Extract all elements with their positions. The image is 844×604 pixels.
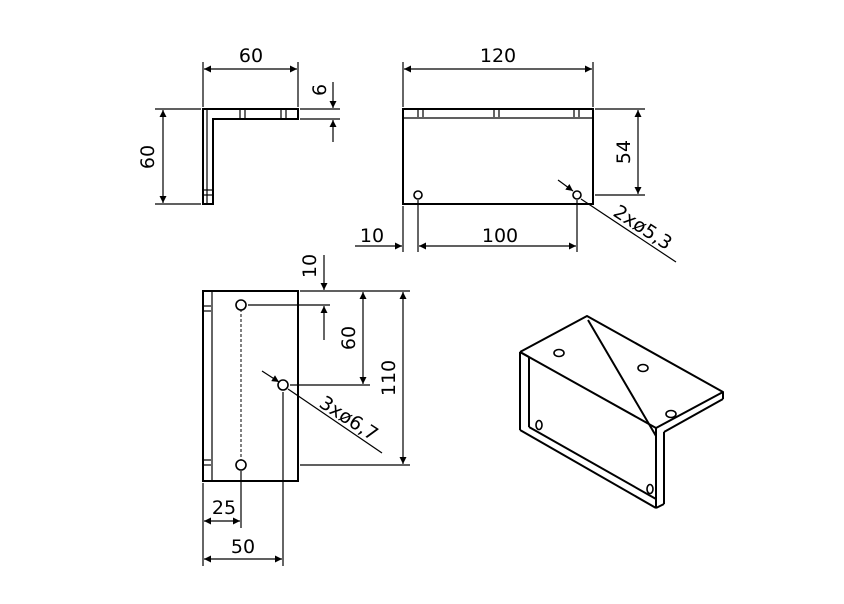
iso-hole-4 [535,419,543,431]
dim-front-hole-spacing: 60 [338,326,360,350]
hole-front-bottom [235,459,247,471]
front-view: 10 60 110 3xø6,7 25 50 [202,254,410,566]
dim-front-hole-offset-top: 10 [299,254,321,278]
dim-top-length: 120 [480,45,516,67]
dim-thickness: 6 [309,84,331,96]
dim-side-height: 60 [137,145,159,169]
iso-hole-2 [637,363,649,373]
dim-front-height: 110 [378,360,400,396]
hole-top-left [413,190,423,200]
iso-hole-3 [665,409,677,419]
dim-front-width: 50 [231,536,255,558]
dim-side-width: 60 [239,45,263,67]
hole-front-middle [277,379,289,391]
label-holes-top: 2xø5,3 [609,201,676,255]
iso-hole-1 [553,348,565,358]
label-holes-front: 3xø6,7 [315,392,382,446]
dim-hole-offset-left: 10 [360,225,384,247]
hole-top-right [572,190,582,200]
dim-hole-spacing-top: 100 [482,225,518,247]
dim-front-hole-offset-left: 25 [212,497,236,519]
hole-front-top [235,299,247,311]
iso-hole-5 [646,483,654,495]
isometric-view [519,315,724,509]
dim-top-depth: 54 [613,140,635,164]
side-view: 60 60 6 [137,45,340,205]
top-view: 120 54 10 100 2xø5,3 [355,45,677,263]
